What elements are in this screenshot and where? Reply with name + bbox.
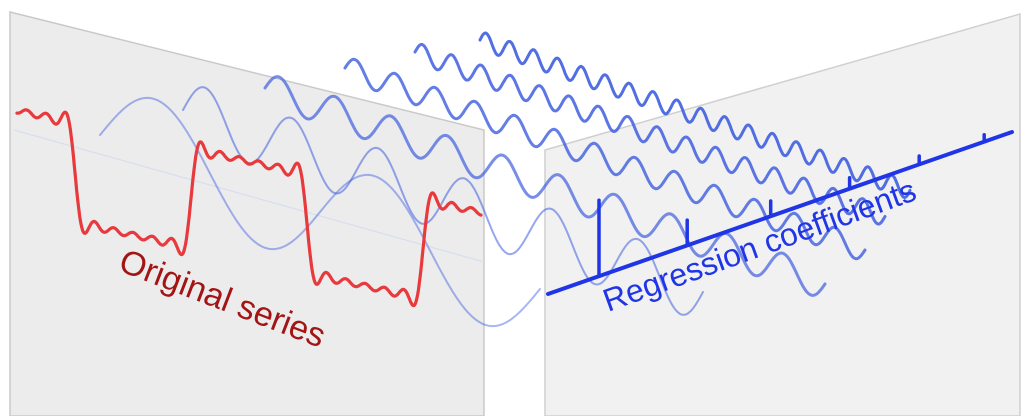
component-wave-h3	[182, 86, 704, 316]
component-wave-h7	[343, 57, 867, 261]
coefficient-axis	[546, 130, 1014, 296]
component-wave-h9	[413, 43, 887, 226]
component-wave-h5	[263, 75, 827, 297]
time-axis-line	[13, 129, 485, 263]
time-domain-panel	[9, 11, 485, 416]
coefficient-axis-group	[546, 130, 1014, 296]
original-series-line	[15, 108, 483, 308]
component-waves	[99, 31, 912, 328]
original-series-group	[15, 108, 483, 308]
component-wave-h1	[99, 96, 541, 328]
component-wave-h11	[478, 31, 912, 200]
frequency-domain-panel	[544, 13, 1021, 416]
